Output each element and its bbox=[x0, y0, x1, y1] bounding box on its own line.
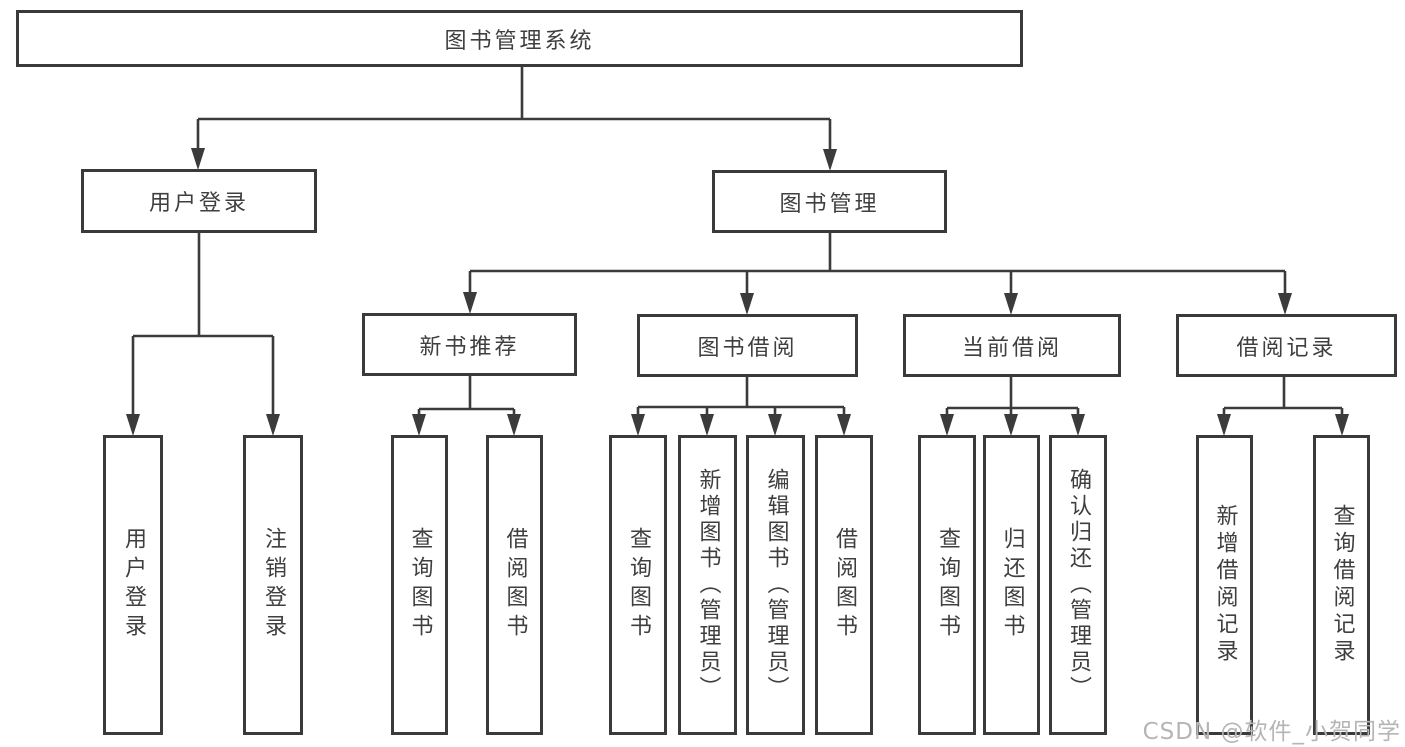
leaf-confirm-return-admin: 确认归还（管理员） bbox=[1049, 435, 1107, 735]
leaf-return-book: 归还图书 bbox=[983, 435, 1040, 735]
node-new-book-recommend: 新书推荐 bbox=[362, 313, 577, 376]
leaf-add-book-admin: 新增图书（管理员） bbox=[678, 435, 737, 735]
leaf-query-books-borrow: 查询图书 bbox=[609, 435, 667, 735]
csdn-watermark: CSDN @软件_小贺同学 bbox=[1142, 719, 1401, 745]
leaf-add-borrow-record: 新增借阅记录 bbox=[1196, 435, 1253, 735]
leaf-edit-book-admin: 编辑图书（管理员） bbox=[746, 435, 805, 735]
leaf-logout: 注销登录 bbox=[243, 435, 303, 735]
node-root-library-system: 图书管理系统 bbox=[16, 10, 1023, 67]
node-borrowing-records: 借阅记录 bbox=[1176, 314, 1397, 377]
leaf-borrow-books-recommend: 借阅图书 bbox=[486, 435, 543, 735]
leaf-borrow-books: 借阅图书 bbox=[815, 435, 873, 735]
leaf-user-login: 用户登录 bbox=[103, 435, 163, 735]
node-user-login: 用户登录 bbox=[81, 169, 317, 233]
leaf-query-borrow-record: 查询借阅记录 bbox=[1313, 435, 1370, 735]
node-current-borrowing: 当前借阅 bbox=[903, 314, 1121, 377]
node-book-management: 图书管理 bbox=[712, 170, 947, 233]
leaf-query-books-current: 查询图书 bbox=[918, 435, 976, 735]
leaf-query-books-recommend: 查询图书 bbox=[391, 435, 448, 735]
node-book-borrowing: 图书借阅 bbox=[637, 314, 858, 377]
